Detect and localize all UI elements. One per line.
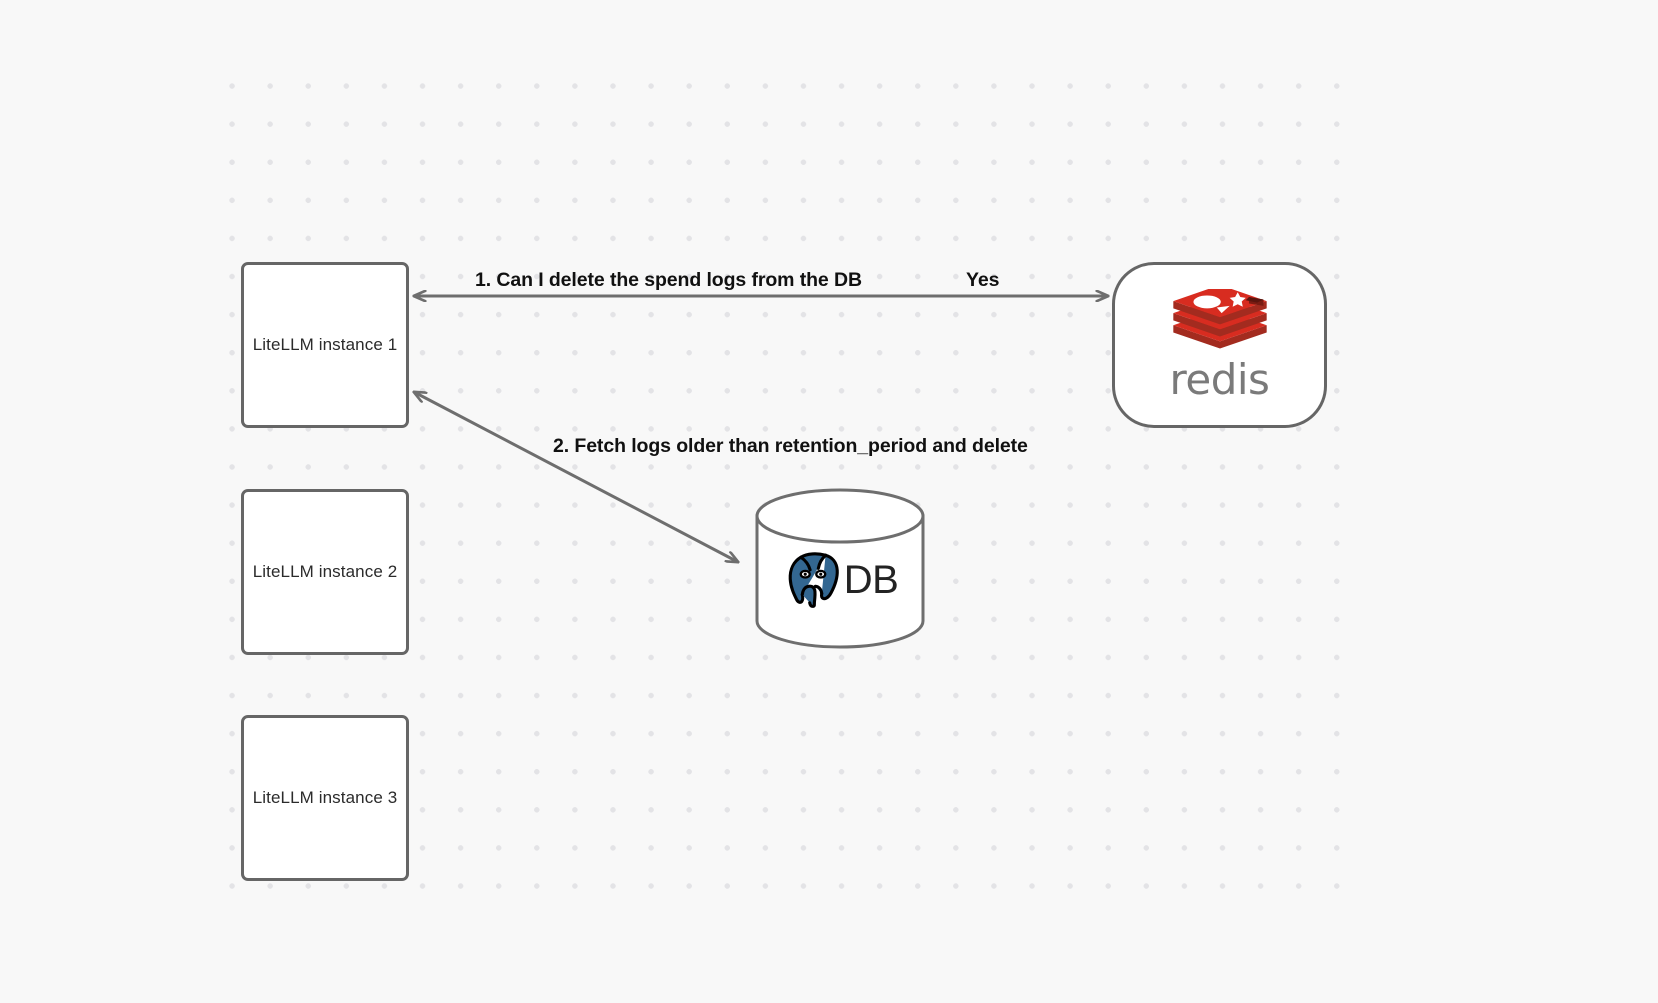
node-litellm-instance-2[interactable]: LiteLLM instance 2 — [241, 489, 409, 655]
redis-wordmark: redis — [1169, 355, 1270, 404]
redis-logo-icon — [1172, 289, 1267, 349]
node-litellm-instance-1[interactable]: LiteLLM instance 1 — [241, 262, 409, 428]
cylinder-shape — [755, 488, 925, 649]
node-label: LiteLLM instance 2 — [252, 562, 398, 581]
edge-label-2: 2. Fetch logs older than retention_perio… — [553, 435, 1028, 457]
postgresql-elephant-icon — [788, 552, 839, 608]
db-label: DB — [843, 558, 899, 602]
node-database[interactable]: DB — [754, 487, 926, 650]
edge-litellm1-db — [414, 392, 738, 562]
edge-label-1: 1. Can I delete the spend logs from the … — [475, 269, 862, 291]
node-label: LiteLLM instance 3 — [252, 788, 398, 807]
node-litellm-instance-3[interactable]: LiteLLM instance 3 — [241, 715, 409, 881]
db-content: DB — [754, 535, 926, 625]
node-label: LiteLLM instance 1 — [252, 335, 398, 354]
node-redis[interactable]: redis — [1112, 262, 1327, 428]
edge-label-reply-yes: Yes — [966, 269, 1000, 291]
